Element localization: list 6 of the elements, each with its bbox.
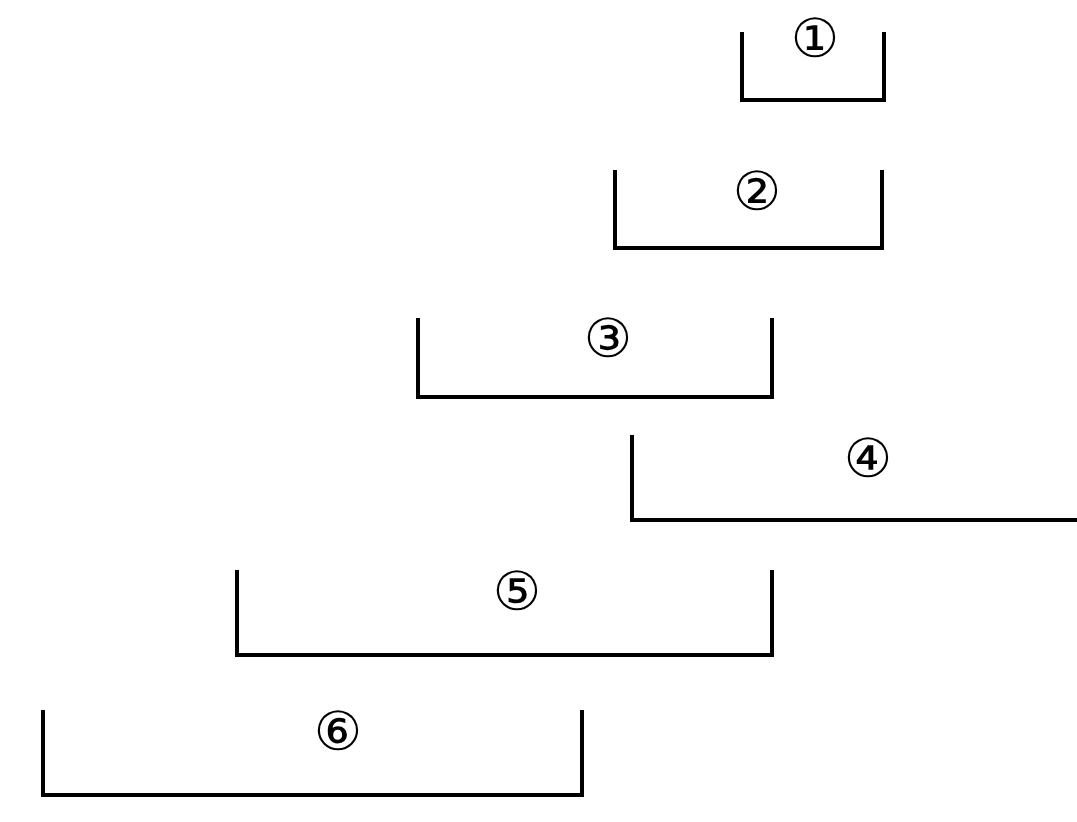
callout-number: ④ bbox=[843, 432, 893, 486]
callout-number: ③ bbox=[583, 312, 633, 366]
callout-number: ⑤ bbox=[492, 565, 542, 619]
callout-number: ② bbox=[732, 165, 782, 219]
callout-number: ① bbox=[790, 12, 840, 66]
callout-number: ⑥ bbox=[313, 705, 363, 759]
